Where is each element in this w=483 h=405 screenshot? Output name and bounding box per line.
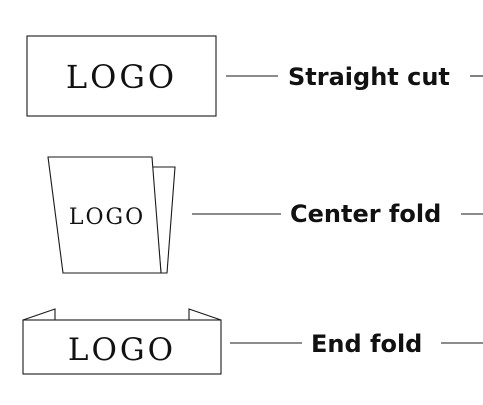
- straight-cut-logo: LOGO: [66, 58, 177, 96]
- end-fold-right-tab: [188, 308, 222, 321]
- end-fold-label-shape: [22, 319, 222, 375]
- center-fold-caption: Center fold: [290, 200, 441, 228]
- center-fold-label-shape: [47, 156, 162, 274]
- straight-cut-caption: Straight cut: [288, 63, 450, 91]
- straight-cut-row: LOGO Straight cut: [26, 35, 483, 117]
- center-fold-logo: LOGO: [69, 205, 145, 230]
- straight-cut-label-shape: [26, 35, 217, 117]
- end-fold-left-tab: [22, 308, 56, 321]
- end-fold-row: LOGO End fold: [22, 308, 483, 375]
- center-fold-row: LOGO Center fold: [47, 156, 483, 274]
- end-fold-caption: End fold: [311, 330, 422, 358]
- end-fold-logo: LOGO: [68, 332, 176, 368]
